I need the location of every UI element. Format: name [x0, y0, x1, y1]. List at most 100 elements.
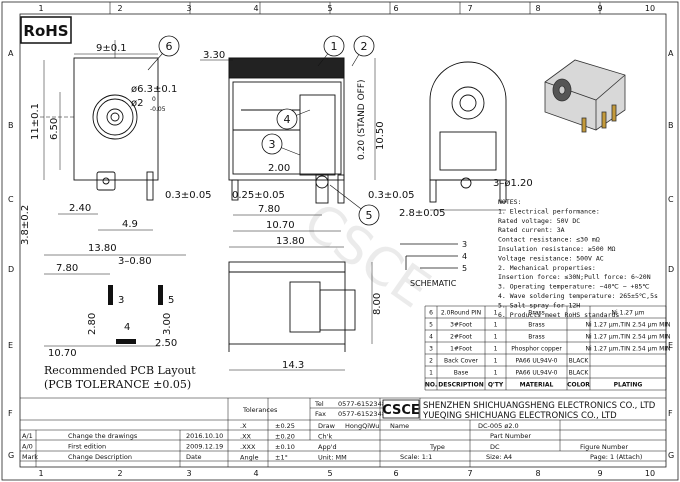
size-label: Size: A4	[486, 453, 512, 461]
dim-7-80: 7.80	[258, 204, 280, 215]
bom-cell-material: PA66 UL94V-0	[516, 358, 558, 365]
schematic-pin-3: 3	[462, 240, 467, 249]
notes-block: NOTES:1. Electrical performance: Rated v…	[498, 198, 658, 319]
row-label-right: B	[668, 121, 674, 130]
dim-height-11: 11±0.1	[30, 103, 41, 140]
tol-key: .X	[240, 422, 247, 430]
balloon-2: 2	[361, 40, 368, 53]
dim-width-0-3-left: 0.3±0.05	[165, 190, 212, 201]
note-line: Rated voltage: 50V DC	[498, 217, 580, 225]
sign-label: App'd	[318, 443, 337, 451]
dim-2-00: 2.00	[268, 163, 290, 174]
dim-stand-off: 0.20 (STAND OFF)	[357, 79, 367, 160]
balloon-4: 4	[284, 113, 291, 126]
company-name-2: YUEQING SHICHUANG ELECTRONICS CO., LTD	[422, 411, 617, 421]
dim-10-70: 10.70	[266, 220, 295, 231]
tol-value: ±1°	[275, 454, 288, 462]
bom-cell-material: PA66 UL94V-0	[516, 370, 558, 377]
row-label-right: D	[668, 265, 674, 274]
col-label-top: 7	[467, 4, 472, 13]
revision-description: Change Description	[68, 453, 132, 461]
col-label-bottom: 10	[645, 469, 655, 478]
revision-mark: A/0	[22, 443, 33, 451]
dim-width-4-9: 4.9	[122, 219, 138, 230]
tolerances-label: Tolerances	[242, 406, 278, 414]
bom-cell-qty: 1	[494, 322, 498, 329]
col-label-top: 10	[645, 4, 655, 13]
pcb-layout-title: Recommended PCB Layout	[44, 364, 196, 377]
note-line: Rated current: 3A	[498, 226, 565, 234]
col-label-top: 3	[186, 4, 191, 13]
dim-dia-2-tol-top: 0	[152, 96, 156, 103]
bom-cell-material: Brass	[528, 310, 545, 317]
col-label-top: 8	[535, 4, 540, 13]
rohs-badge: RoHS	[20, 16, 72, 44]
revision-description: Change the drawings	[68, 432, 138, 440]
dim-3-30: 3.30	[203, 50, 225, 61]
bom-cell-qty: 1	[494, 310, 498, 317]
note-line: 1. Electrical performance:	[498, 207, 600, 215]
dim-dia-2: ø2	[131, 98, 143, 109]
side-elevation-dims: 8.00 14.3	[229, 262, 383, 371]
dim-13-80: 13.80	[276, 236, 305, 247]
type-value: DC	[490, 443, 500, 451]
dim-height-10-50: 10.50	[375, 121, 386, 150]
balloon-5: 5	[366, 209, 373, 222]
row-label-left: E	[8, 341, 13, 350]
bom-cell-no: 4	[429, 334, 433, 341]
dim-width-9: 9±0.1	[96, 43, 127, 54]
col-label-bottom: 7	[467, 469, 472, 478]
row-label-right: E	[668, 341, 673, 350]
dim-dia-6-3: ø6.3±0.1	[131, 84, 177, 95]
revision-date: 2009.12.19	[186, 443, 223, 451]
col-label-top: 4	[253, 4, 258, 13]
revision-description: First edition	[68, 443, 106, 451]
bom-cell-qty: 1	[494, 370, 498, 377]
name-label: Name	[390, 422, 409, 430]
dim-2-8: 2.8±0.05	[399, 208, 446, 219]
row-label-right: G	[668, 451, 674, 460]
dim-0-3-right: 0.3±0.05	[368, 190, 415, 201]
row-label-left: A	[8, 49, 14, 58]
pcb-dim-2-50: 2.50	[155, 338, 177, 349]
row-label-left: F	[8, 409, 13, 418]
bom-header-plating: PLATING	[614, 382, 643, 389]
pcb-dim-10-70: 10.70	[48, 348, 77, 359]
bom-cell-no: 3	[429, 346, 433, 353]
section-view	[228, 57, 345, 204]
bom-cell-material: Brass	[528, 322, 545, 329]
bom-cell-plating: Ni 1.27 μm	[612, 310, 645, 317]
tol-key: .XX	[240, 433, 252, 441]
pcb-layout: 13.80 7.80 3–0.80 3 5 4 2.80 3.00 2.50 1…	[44, 243, 196, 391]
figure-number-label: Figure Number	[580, 443, 628, 451]
name-value: DC-005 ø2.0	[478, 422, 519, 430]
pcb-pin-4: 4	[124, 322, 130, 333]
right-side-view	[429, 61, 507, 203]
pcb-dim-slots: 3–0.80	[118, 256, 152, 267]
row-label-right: F	[668, 409, 673, 418]
balloon-circle	[323, 35, 345, 57]
fax-label: Fax	[315, 410, 326, 418]
note-line: 2. Mechanical properties:	[498, 264, 596, 272]
pcb-dim-13-80: 13.80	[88, 243, 117, 254]
dim-0-25: 0.25±0.05	[232, 190, 285, 201]
balloon-circle	[158, 35, 180, 57]
sign-label: Draw	[318, 422, 336, 430]
bom-header-qty: Q'TY	[488, 382, 504, 389]
product-3d-view	[544, 59, 626, 133]
bom-cell-description: 2#Foot	[450, 334, 472, 341]
col-label-top: 6	[393, 4, 398, 13]
bom-cell-no: 1	[429, 370, 433, 377]
company-logo: CSCE	[382, 403, 420, 418]
revision-mark: A/1	[22, 432, 33, 440]
bom-cell-no: 6	[429, 310, 433, 317]
tol-value: ±0.25	[275, 422, 295, 430]
dim-holes: 3–ø1.20	[493, 178, 533, 189]
dim-height-3-8: 3.8±0.2	[20, 205, 31, 245]
col-label-bottom: 9	[597, 469, 602, 478]
dim-dia-2-tol-bot: -0.05	[150, 106, 166, 113]
part-number-label: Part Number	[490, 432, 531, 440]
note-line: NOTES:	[498, 198, 521, 206]
